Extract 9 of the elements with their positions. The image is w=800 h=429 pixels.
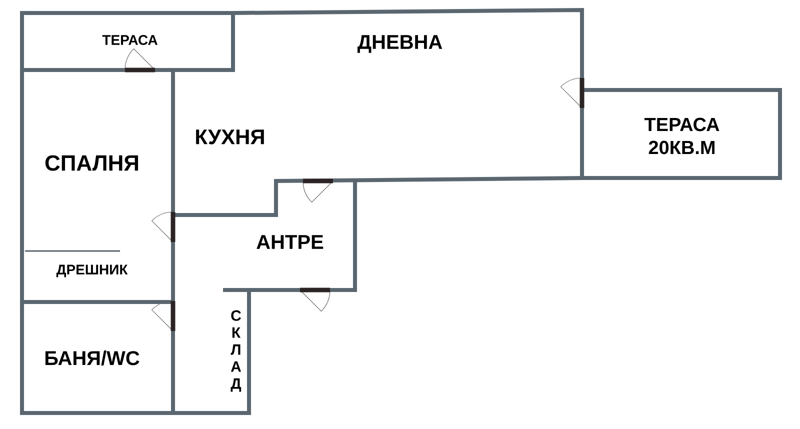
room-label: ДРЕШНИК: [56, 264, 128, 278]
room-label: КУХНЯ: [196, 130, 264, 144]
room-label: БАНЯ/WC: [45, 350, 140, 366]
room-label: ДНЕВНА: [358, 35, 442, 53]
room-label: АНТРЕ: [256, 235, 324, 249]
room-label: СПАЛНЯ: [45, 155, 138, 171]
room-label: ТЕРАСА: [102, 35, 158, 45]
room-label: СКЛАД: [230, 310, 242, 392]
room-label: ТЕРАСА 20КВ.М: [644, 118, 720, 154]
